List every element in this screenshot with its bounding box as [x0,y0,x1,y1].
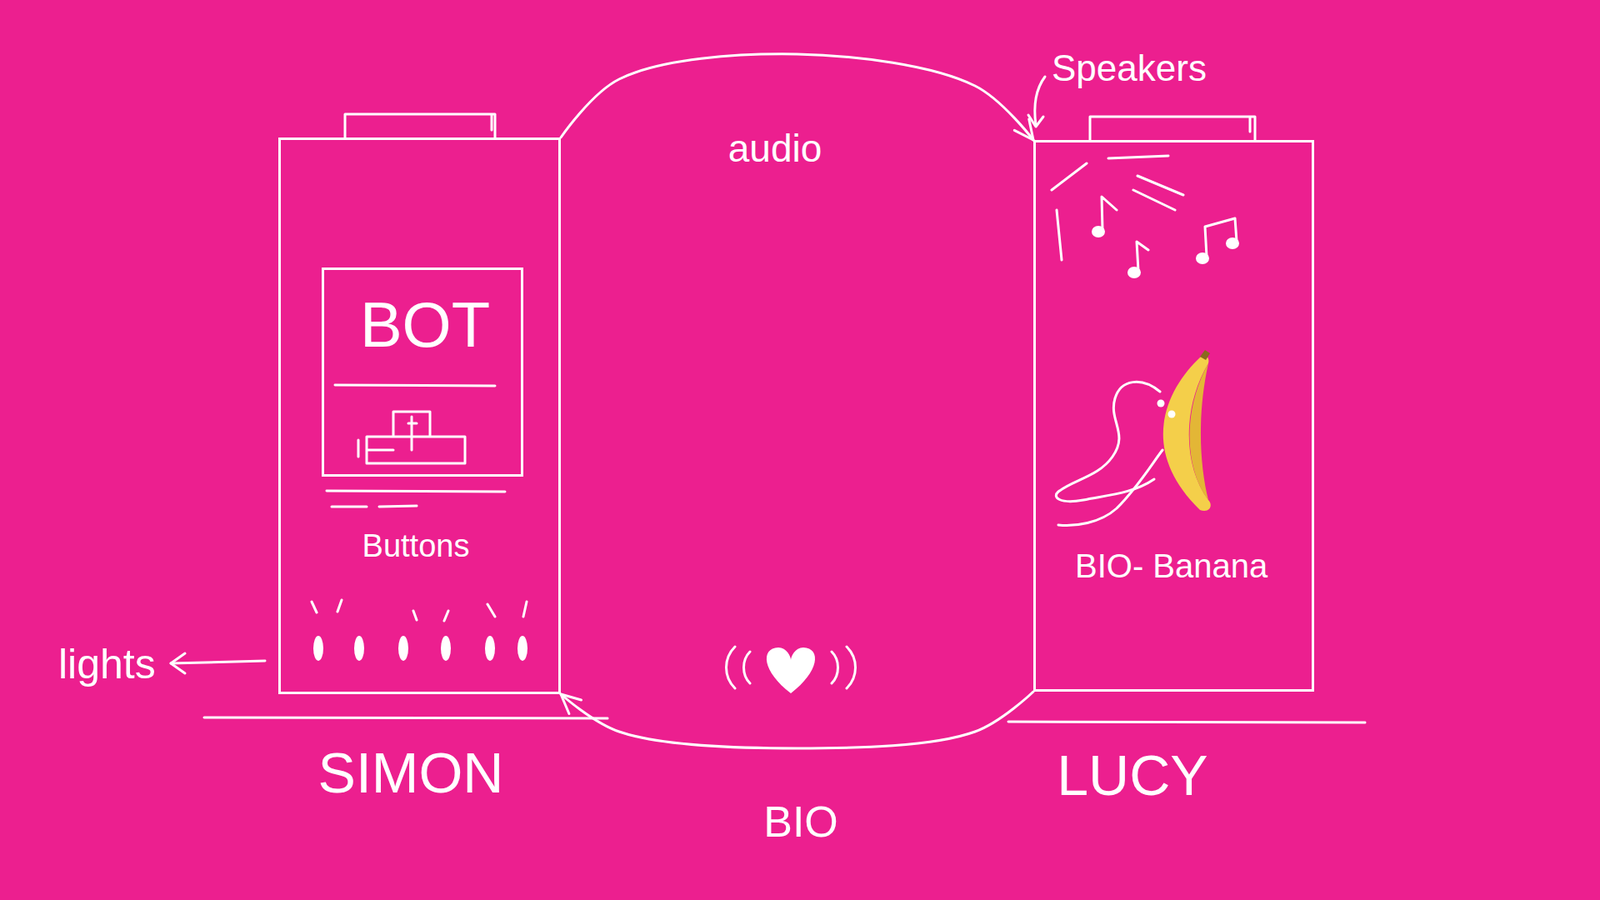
banana-stem [1200,350,1210,360]
edge-label: audio [728,129,823,168]
music-note [1195,252,1210,265]
tab-mark [490,115,494,130]
flow-arrow [560,691,1034,749]
device-top-tab [345,114,495,138]
leader-arrowhead [1028,115,1044,127]
base-line [204,717,608,719]
light-glow [311,600,527,621]
heart [766,647,815,694]
device-box: SIMONBOTButtons [278,137,561,695]
music-note-stem [1101,196,1237,271]
leader-line [170,660,265,664]
music-note [1127,266,1141,279]
part-label: BIO- Banana [1075,545,1292,586]
music-note [1225,237,1240,250]
device-top-tab [1090,116,1255,140]
light [517,635,528,661]
banana [1163,355,1211,510]
box-caption: Buttons [362,530,470,562]
panel-divider [335,385,495,386]
device-box: LUCY [1033,140,1315,692]
leader-arrowhead [170,653,185,674]
banana-dot [1157,400,1165,408]
light [440,635,451,661]
music-note [1091,225,1105,238]
sound-lines [1051,155,1184,260]
panel-underline [326,490,505,492]
edge-label: BIO [763,800,839,844]
light [354,635,365,661]
callout-label: lights [58,643,156,685]
banana-shade [1190,363,1210,500]
box-title: SIMON [318,744,505,801]
light [313,635,324,661]
button-icon [358,411,465,464]
callout-label: Speakers [1051,50,1207,87]
banana-dot [1168,410,1176,419]
wire [1058,450,1163,525]
light [398,635,409,661]
wire [1055,381,1160,501]
base-line [1008,721,1365,723]
box-title: BOT [360,293,490,357]
tab-mark [1249,117,1252,132]
screen-panel: BOTButtons [321,267,524,477]
panel-mark [331,505,417,507]
box-title: LUCY [1056,746,1208,804]
flow-arrow [560,54,1034,140]
light [485,635,495,661]
